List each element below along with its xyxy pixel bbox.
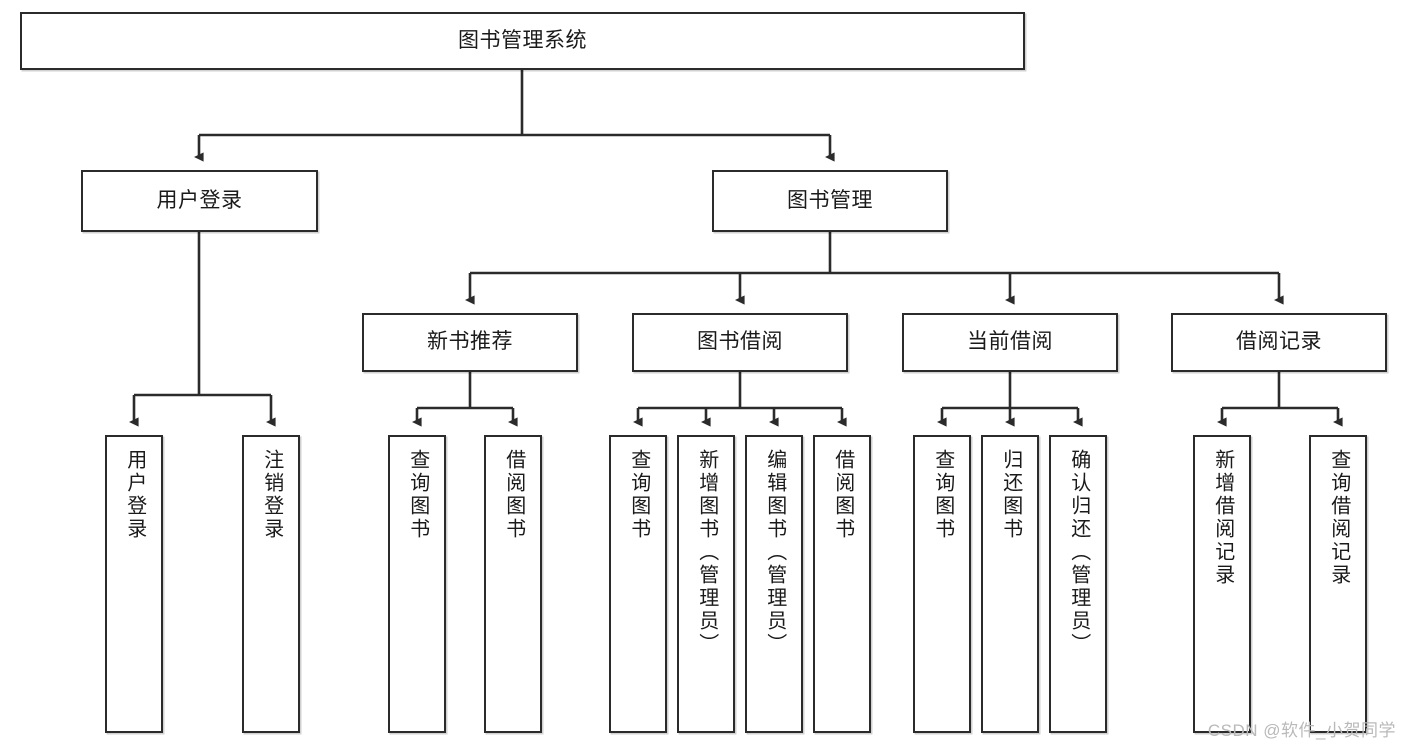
node-current-borrow[interactable]: 当前借阅 [902,313,1118,372]
node-label: 确认归还（管理员） [1067,449,1090,656]
node-label: 查询图书 [627,449,650,541]
node-label: 借阅图书 [502,449,525,541]
node-book-borrow[interactable]: 图书借阅 [632,313,848,372]
node-label: 图书管理 [787,188,873,212]
node-label: 注销登录 [260,449,283,541]
leaf-book-borrow-add-book-admin[interactable]: 新增图书（管理员） [677,435,735,733]
node-user-login[interactable]: 用户登录 [81,170,318,232]
node-label: 图书借阅 [697,330,783,354]
node-label: 图书管理系统 [458,28,587,52]
leaf-user-login-logout[interactable]: 注销登录 [242,435,300,733]
leaf-current-borrow-return-book[interactable]: 归还图书 [981,435,1039,733]
leaf-book-borrow-edit-book-admin[interactable]: 编辑图书（管理员） [745,435,803,733]
node-label: 新增借阅记录 [1211,449,1234,587]
leaf-new-book-query-book[interactable]: 查询图书 [388,435,446,733]
node-label: 查询图书 [406,449,429,541]
leaf-book-borrow-query-book[interactable]: 查询图书 [609,435,667,733]
node-label: 借阅图书 [831,449,854,541]
node-borrow-record[interactable]: 借阅记录 [1171,313,1387,372]
leaf-new-book-borrow-book[interactable]: 借阅图书 [484,435,542,733]
node-label: 新增图书（管理员） [695,449,718,656]
node-label: 查询借阅记录 [1327,449,1350,587]
node-book-management[interactable]: 图书管理 [712,170,948,232]
watermark-text: CSDN @软件_小贺同学 [1207,721,1396,740]
leaf-book-borrow-borrow-book[interactable]: 借阅图书 [813,435,871,733]
leaf-borrow-record-add-record[interactable]: 新增借阅记录 [1193,435,1251,733]
node-new-book-recommend[interactable]: 新书推荐 [362,313,578,372]
node-label: 归还图书 [999,449,1022,541]
leaf-user-login-signin[interactable]: 用户登录 [105,435,163,733]
node-root-book-management-system[interactable]: 图书管理系统 [20,12,1025,70]
node-label: 用户登录 [156,188,243,212]
node-label: 当前借阅 [967,330,1053,354]
leaf-borrow-record-query-record[interactable]: 查询借阅记录 [1309,435,1367,733]
leaf-current-borrow-query-book[interactable]: 查询图书 [913,435,971,733]
node-label: 新书推荐 [427,330,513,354]
leaf-current-borrow-confirm-return-admin[interactable]: 确认归还（管理员） [1049,435,1107,733]
node-label: 借阅记录 [1236,330,1322,354]
node-label: 查询图书 [931,449,954,541]
node-label: 编辑图书（管理员） [763,449,786,656]
node-label: 用户登录 [123,449,146,541]
